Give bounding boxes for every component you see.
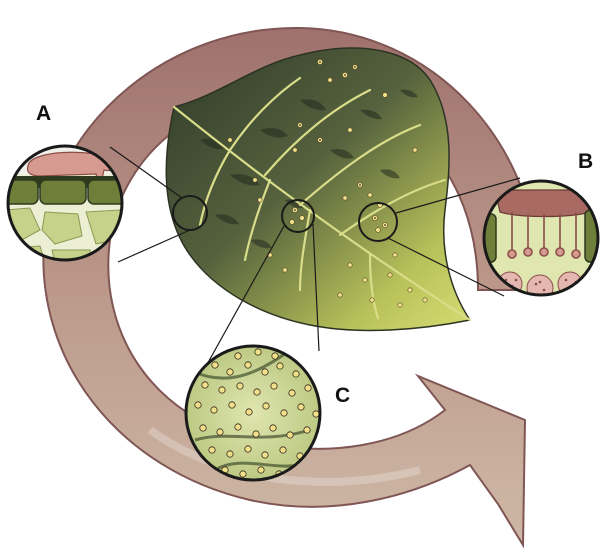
label-b: B xyxy=(578,150,593,173)
label-a: A xyxy=(36,102,51,125)
label-c: C xyxy=(335,384,350,407)
lens-c xyxy=(186,346,320,480)
